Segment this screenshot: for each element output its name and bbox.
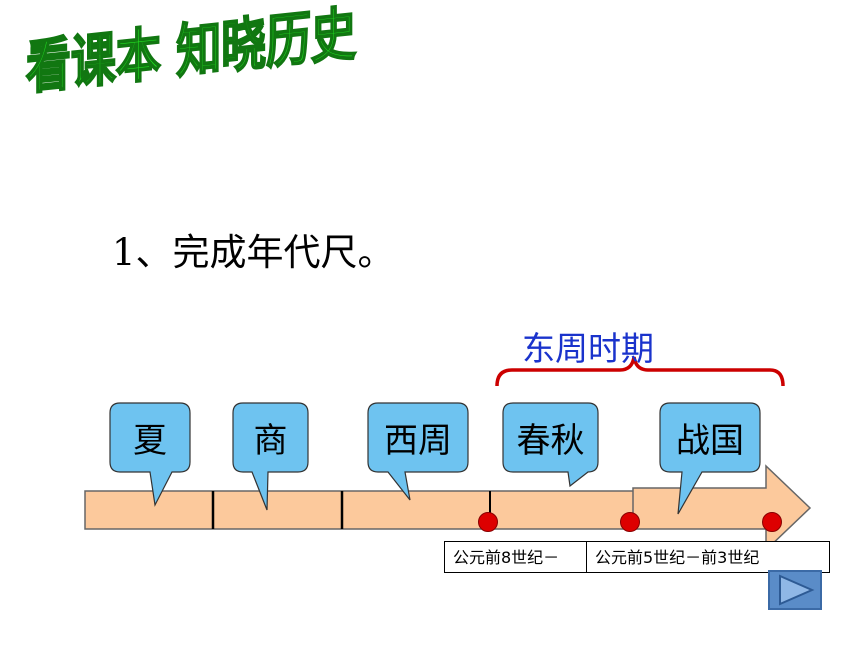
date-marker: [478, 512, 498, 532]
play-next-icon: [779, 574, 815, 606]
era-label-xia: 夏: [133, 421, 167, 461]
date-marker: [762, 512, 782, 532]
era-callout-zhanguo: [659, 402, 761, 515]
era-callout-xizhou: [367, 402, 469, 501]
timeline-bar: [84, 490, 636, 530]
date-marker: [620, 512, 640, 532]
date-box-zhanguo: 公元前5世纪－前3世纪: [586, 541, 830, 573]
date-text: 公元前8世纪－: [453, 548, 560, 567]
era-label-shang: 商: [253, 421, 288, 461]
dongzhou-bracket: [495, 356, 785, 387]
era-callout-shang: [232, 402, 309, 511]
next-slide-button[interactable]: [768, 570, 822, 610]
timeline-arrow: [632, 464, 812, 552]
instruction-text: 1、完成年代尺。: [112, 231, 395, 274]
era-label-chunqiu: 春秋: [516, 421, 585, 461]
era-label-zhanguo: 战国: [676, 421, 744, 461]
dongzhou-label: 东周时期: [522, 329, 654, 368]
date-text: 公元前5世纪－前3世纪: [595, 548, 760, 567]
era-callout-xia: [109, 402, 191, 507]
era-label-xizhou: 西周: [384, 421, 452, 461]
page-title: 看课本 知晓历史: [25, 0, 357, 103]
era-callout-chunqiu: [502, 402, 599, 488]
date-box-chunqiu: 公元前8世纪－: [444, 541, 590, 573]
